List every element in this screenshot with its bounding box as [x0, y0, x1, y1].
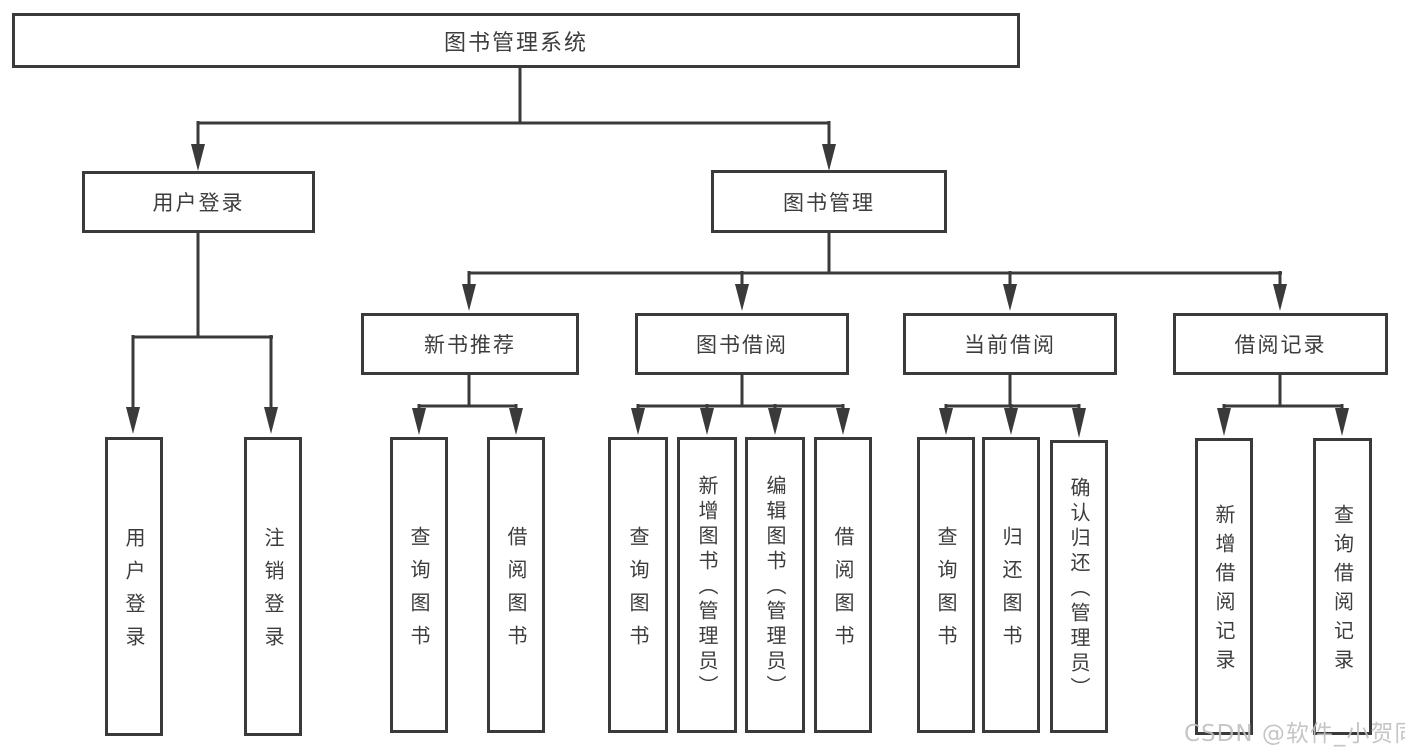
leaf-add-book-admin: 新增图书（管理员）: [677, 437, 737, 733]
leaf-logout: 注销登录: [244, 437, 302, 736]
leaf-confirm-return-admin: 确认归还（管理员）: [1050, 440, 1108, 733]
leaf-borrow-books: 借阅图书: [814, 437, 872, 733]
node-book-management: 图书管理: [711, 170, 947, 233]
leaf-return-books: 归还图书: [982, 437, 1040, 733]
leaf-query-borrow-record: 查询借阅记录: [1313, 438, 1372, 735]
csdn-watermark: CSDN @软件_小贺同学: [1184, 721, 1405, 747]
node-borrow-records: 借阅记录: [1173, 313, 1388, 375]
leaf-borrow-books-recommend: 借阅图书: [487, 437, 545, 733]
node-root-system: 图书管理系统: [12, 13, 1020, 68]
leaf-query-books-current: 查询图书: [917, 437, 975, 733]
leaf-edit-book-admin: 编辑图书（管理员）: [745, 437, 805, 733]
node-new-book-recommend: 新书推荐: [361, 313, 579, 375]
node-current-borrow: 当前借阅: [903, 313, 1117, 375]
leaf-add-borrow-record: 新增借阅记录: [1195, 438, 1253, 735]
leaf-user-login: 用户登录: [105, 437, 163, 736]
node-user-login: 用户登录: [82, 171, 315, 233]
leaf-query-books-recommend: 查询图书: [390, 437, 448, 733]
node-book-borrow: 图书借阅: [635, 313, 849, 375]
leaf-query-books-borrow: 查询图书: [608, 437, 668, 733]
